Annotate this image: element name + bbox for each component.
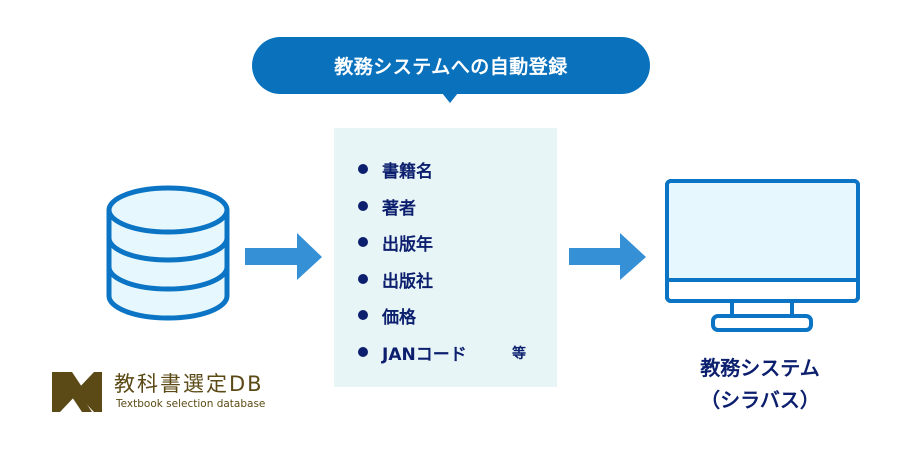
list-item: 著者 [358, 194, 416, 219]
bullet-icon [358, 310, 368, 320]
logo-title: 教科書選定DB [114, 372, 264, 396]
system-subname: （シラバス） [700, 388, 820, 412]
textbook-db-logo-icon [52, 372, 102, 412]
arrow-right-icon [245, 233, 322, 280]
bullet-icon [358, 164, 368, 174]
list-item: 書籍名 [358, 157, 433, 182]
bullet-icon [358, 274, 368, 284]
arrow-right-icon [569, 233, 646, 280]
list-item-label: JANコード [382, 344, 467, 365]
bullet-icon [358, 347, 368, 357]
logo-subtitle: Textbook selection database [116, 398, 266, 410]
bullet-icon [358, 201, 368, 211]
list-item-label: 価格 [382, 307, 416, 328]
bubble-label: 教務システムへの自動登録 [334, 56, 568, 78]
etc-label: 等 [512, 346, 526, 362]
list-item-label: 出版年 [382, 234, 433, 255]
list-item-label: 書籍名 [382, 161, 433, 182]
system-name: 教務システム [700, 356, 820, 380]
bullet-icon [358, 237, 368, 247]
monitor-icon [665, 179, 860, 332]
auto-registration-bubble: 教務システムへの自動登録 [252, 37, 650, 94]
registered-fields-list: 書籍名 著者 出版年 出版社 価格 JANコード 等 [334, 128, 557, 387]
list-item: 価格 [358, 303, 416, 328]
bubble-tail [442, 93, 458, 103]
list-item: 出版社 [358, 267, 433, 292]
database-icon [106, 185, 230, 321]
list-item: 出版年 [358, 230, 433, 255]
academic-system-label: 教務システム （シラバス） [660, 352, 860, 416]
list-item-label: 出版社 [382, 271, 433, 292]
list-item: JANコード [358, 340, 467, 365]
list-item-label: 著者 [382, 198, 416, 219]
